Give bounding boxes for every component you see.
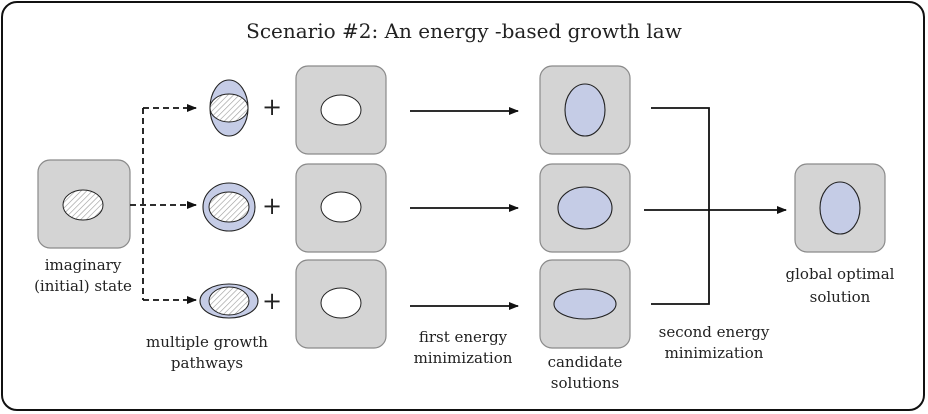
pathway-shape-horizontal (199, 283, 259, 319)
state-box-1 (295, 65, 387, 155)
first-minimization-arrows (410, 107, 519, 310)
global-optimal-box (794, 163, 886, 253)
plus-sign: + (262, 192, 283, 220)
state-box-3 (295, 259, 387, 349)
candidate-box-1 (539, 65, 631, 155)
initial-state-box (37, 159, 131, 249)
dashed-branch-lines (130, 104, 197, 304)
diagram-title: Scenario #2: An energy -based growth law (246, 19, 682, 43)
candidate-box-3 (539, 259, 631, 349)
candidate-box-2 (539, 163, 631, 253)
pathway-shape-vertical (209, 79, 249, 137)
state-box-2 (295, 163, 387, 253)
second-minimization-connector (644, 107, 787, 305)
pathway-shape-round (202, 182, 256, 232)
plus-sign: + (262, 93, 283, 121)
plus-sign: + (262, 287, 283, 315)
